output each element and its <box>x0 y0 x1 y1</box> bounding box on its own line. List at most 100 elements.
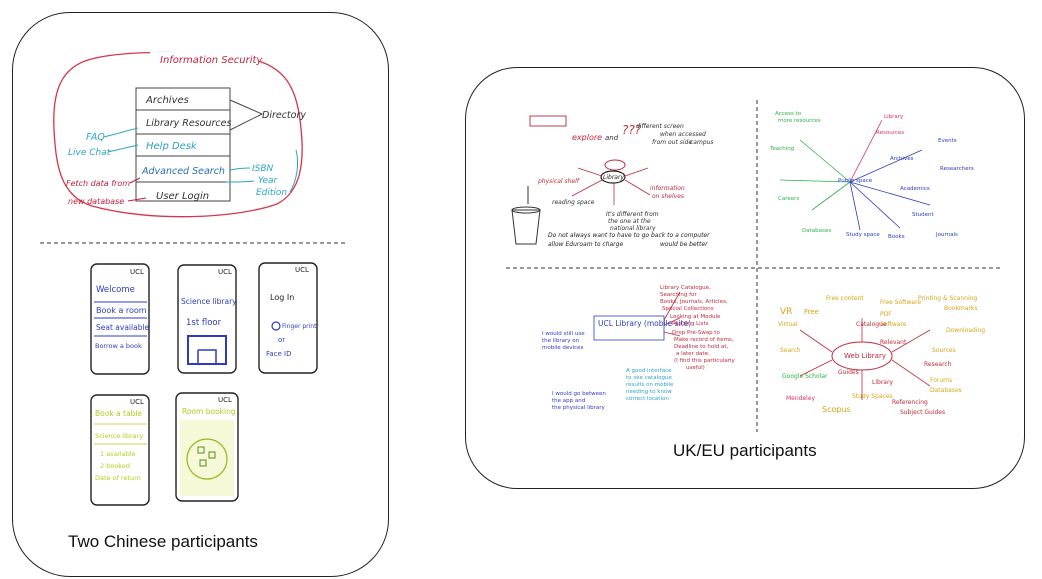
menu-item-help-desk: Help Desk <box>146 141 198 152</box>
sketch-top-right: Access to more resources Library Resourc… <box>769 111 974 240</box>
br-center: Web Library <box>844 352 886 360</box>
bl-note-3: Books, Journals, Articles, <box>660 299 728 305</box>
bl-note-19: A good interface <box>626 368 672 374</box>
bl-note-20: to see catalogue <box>626 375 672 381</box>
br-note-12: Downloading <box>946 327 985 334</box>
br-note-8: VR <box>780 307 792 317</box>
tl-note-question: ??? <box>622 123 642 137</box>
phone4-booked: 2 booked <box>100 462 130 470</box>
note-edition: Edition <box>256 188 287 198</box>
tr-node-public-space: Public space <box>838 178 873 184</box>
bl-note-15: mobile devices <box>542 345 583 351</box>
bl-note-8: Make record of items, <box>674 337 734 343</box>
bl-note-6: Reading Lists <box>672 321 709 327</box>
phone2-first-floor: 1st floor <box>186 318 222 328</box>
bl-note-7: Drop Pre-Swap to <box>672 330 720 336</box>
br-note-17: Forums <box>930 377 952 384</box>
bl-note-4: Special Collections <box>662 306 714 312</box>
sketch-bottom-right: Web Library Free content Free Free Softw… <box>778 295 985 416</box>
bl-note-21: results on mobile <box>626 382 674 388</box>
br-note-18: Databases <box>930 387 962 394</box>
phone3-face-id: Face ID <box>266 350 292 358</box>
tr-node-teaching: Teaching <box>769 146 794 152</box>
tr-node-resources: Resources <box>876 130 904 136</box>
br-note-7: Printing & Scanning <box>918 295 977 302</box>
br-note-0: Free content <box>826 295 864 302</box>
br-note-2: Free Software <box>880 299 921 306</box>
note-year: Year <box>258 176 279 186</box>
br-note-6: Relevant <box>880 339 907 346</box>
br-note-23: Referencing <box>892 399 928 406</box>
br-note-24: Subject Guides <box>900 409 945 416</box>
tl-note-explore: explore <box>572 133 602 142</box>
tl-note-eduroam: allow Eduroam to charge <box>548 241 623 248</box>
bl-note-16: I would go between <box>552 391 606 397</box>
sketch-bottom-left: UCL Library (mobile site) Library Catalo… <box>542 285 735 411</box>
tl-note-different-screen: different screen <box>636 123 684 130</box>
tr-note-access: Access to <box>775 111 802 117</box>
tr-node-study-space: Study space <box>846 232 880 238</box>
br-note-3: PDF <box>880 311 892 318</box>
menu-item-advanced-search: Advanced Search <box>141 166 225 177</box>
tl-note-go-back: Do not always want to have to go back to… <box>548 232 710 239</box>
note-live-chat: Live Chat <box>68 148 111 158</box>
tr-node-student: Student <box>912 212 934 218</box>
tr-node-books: Books <box>888 234 905 240</box>
br-note-16: Guides <box>838 369 859 376</box>
bl-note-1: Library Catalogue, <box>660 285 711 291</box>
tl-note-national-library: national library <box>610 225 656 232</box>
note-fetch-data: Fetch data from <box>66 179 130 188</box>
phone3-corner: UCL <box>295 266 309 274</box>
tr-node-databases: Databases <box>802 228 831 234</box>
phone1-seat-available: Seat available <box>96 323 150 332</box>
menu-item-library-resources: Library Resources <box>146 118 231 129</box>
br-note-4: Software <box>880 321 907 328</box>
menu-item-user-login: User Login <box>156 191 209 202</box>
tl-note-information: information <box>650 185 685 192</box>
phone5-corner: UCL <box>218 396 232 404</box>
phone3-fingerprint: Finger print <box>282 323 317 330</box>
tl-note-and: and <box>605 134 619 142</box>
tl-note-reading-space: reading space <box>552 199 595 206</box>
bl-note-13: I would still use <box>542 331 585 337</box>
note-new-database: new database <box>68 197 124 206</box>
br-note-15: Library <box>872 379 893 386</box>
phone-sketch-login: UCL Log In Finger print or Face ID <box>258 262 318 374</box>
bl-note-9: Deadline to hold at, <box>674 344 729 350</box>
tl-note-better: would be better <box>660 241 708 248</box>
bl-note-23: correct location <box>626 396 669 402</box>
phone2-corner: UCL <box>218 268 232 276</box>
phone-sketch-room-booking: UCL Room booking <box>175 392 239 502</box>
phone4-science-library: Science library <box>95 432 143 440</box>
bl-note-22: needing to know <box>626 389 672 395</box>
tr-node-researchers: Researchers <box>940 166 974 172</box>
tl-note-when-accessed: when accessed <box>660 131 706 138</box>
br-note-14: Research <box>924 361 952 368</box>
bl-note-14: the library on <box>542 338 580 344</box>
br-note-20: Study Spaces <box>852 393 893 400</box>
tr-node-careers: Careers <box>778 196 799 202</box>
br-note-11: Bookmarks <box>944 305 978 312</box>
tr-node-academics: Academics <box>900 186 930 192</box>
uk-eu-participants-panel <box>465 67 1025 489</box>
bl-note-5: Looking at Module <box>670 314 721 320</box>
phone4-available: 1 available <box>100 450 136 458</box>
menu-item-archives: Archives <box>145 95 189 106</box>
br-note-1: Free <box>804 308 819 316</box>
phone2-science-library: Science library <box>181 297 237 306</box>
br-note-19: Google Scholar <box>782 373 828 380</box>
br-note-5: Catalogue <box>856 321 887 328</box>
br-note-9: Virtual <box>778 321 798 328</box>
bl-note-11: (I find this particularly <box>674 358 735 364</box>
tr-node-journals: Journals <box>935 232 958 238</box>
phone4-date-return: Date of return <box>95 474 141 482</box>
phone-sketch-science-library: UCL Science library 1st floor <box>177 264 237 374</box>
phone4-book-table: Book a table <box>95 409 142 418</box>
bl-note-12: useful) <box>686 365 705 371</box>
tl-note-on-shelves: on shelves <box>652 193 684 200</box>
security-title: Information Security <box>160 55 263 66</box>
phone4-corner: UCL <box>130 398 144 406</box>
